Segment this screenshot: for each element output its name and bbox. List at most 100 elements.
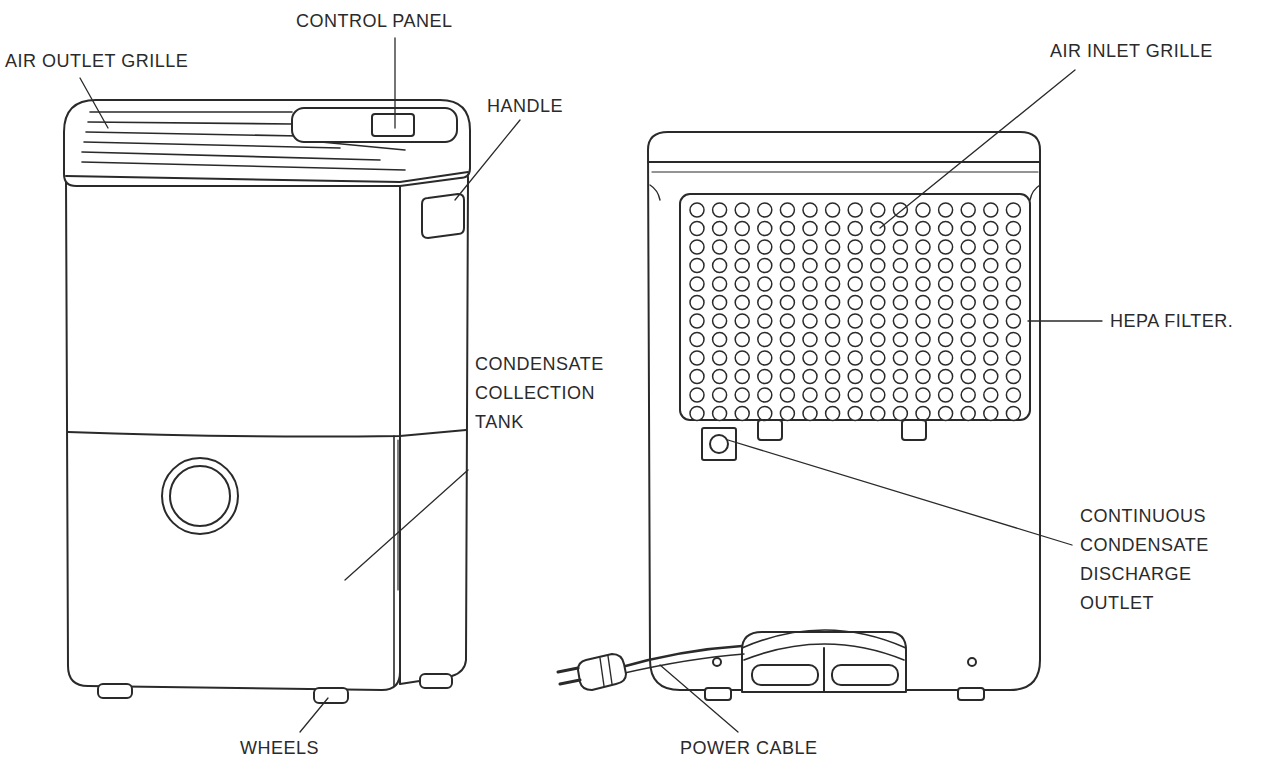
inlet-grille-holes [916,351,930,365]
back-unit [648,132,1040,690]
inlet-grille-holes [939,407,953,421]
inlet-grille-holes [961,314,975,328]
inlet-grille-holes [758,407,772,421]
inlet-grille-holes [826,296,840,310]
inlet-grille-holes [780,222,794,236]
power-cord [620,654,744,674]
inlet-grille-holes [690,407,704,421]
inlet-grille-holes [735,259,749,273]
inlet-grille-holes [848,314,862,328]
part-label: HANDLE [487,95,563,117]
inlet-grille-holes [780,333,794,347]
inlet-grille-holes [916,240,930,254]
back-unit [648,161,1040,163]
inlet-grille-holes [848,277,862,291]
inlet-grille-holes [916,370,930,384]
inlet-grille-holes [871,351,885,365]
inlet-grille-holes [848,351,862,365]
inlet-grille-holes [735,351,749,365]
inlet-grille-holes [780,203,794,217]
inlet-grille-holes [735,407,749,421]
inlet-grille-holes [713,296,727,310]
back-unit [752,665,818,685]
inlet-grille-holes [871,296,885,310]
inlet-grille-holes [758,351,772,365]
leader-line [1028,320,1102,321]
inlet-grille-holes [961,388,975,402]
inlet-grille-holes [758,203,772,217]
inlet-grille-holes [848,222,862,236]
inlet-grille-holes [961,222,975,236]
inlet-grille-holes [939,333,953,347]
inlet-grille-holes [893,370,907,384]
inlet-grille-holes [939,259,953,273]
inlet-grille-holes [780,388,794,402]
wheel [98,684,132,698]
inlet-grille-holes [780,351,794,365]
inlet-grille-holes [871,277,885,291]
inlet-grille-holes [848,203,862,217]
inlet-grille-holes [1006,388,1020,402]
discharge-outlet [702,428,736,460]
inlet-grille-holes [713,240,727,254]
control-panel [292,108,457,142]
inlet-grille-holes [871,407,885,421]
inlet-grille-holes [871,240,885,254]
inlet-grille-holes [984,277,998,291]
inlet-grille-holes [803,296,817,310]
filter-tab [758,420,782,440]
back-unit [560,680,580,684]
inlet-grille-holes [939,370,953,384]
inlet-grille-holes [984,351,998,365]
foot [705,688,731,700]
inlet-grille-holes [961,259,975,273]
inlet-grille-holes [826,259,840,273]
inlet-grille-holes [758,277,772,291]
inlet-grille-holes [803,222,817,236]
inlet-grille-holes [893,351,907,365]
inlet-grille-holes [803,407,817,421]
inlet-grille-holes [735,314,749,328]
inlet-grille-holes [984,203,998,217]
front-unit [66,172,468,182]
inlet-grille-holes [690,370,704,384]
inlet-grille-holes [1006,407,1020,421]
inlet-grille-holes [984,314,998,328]
inlet-grille-holes [690,203,1020,421]
inlet-grille-holes [848,296,862,310]
inlet-grille-holes [690,333,704,347]
inlet-grille-holes [871,333,885,347]
back-unit [832,665,898,685]
inlet-grille-holes [984,222,998,236]
inlet-grille-holes [690,222,704,236]
leader-line [880,70,1075,228]
inlet-grille-holes [916,388,930,402]
inlet-grille-holes [803,351,817,365]
inlet-grille-holes [758,259,772,273]
inlet-grille-holes [1006,351,1020,365]
inlet-grille-holes [780,259,794,273]
inlet-grille-holes [893,296,907,310]
inlet-grille-holes [735,333,749,347]
back-unit [710,435,728,453]
front-unit [397,440,398,590]
inlet-grille-holes [893,277,907,291]
inlet-grille-holes [713,259,727,273]
inlet-grille-holes [826,370,840,384]
inlet-grille-holes [758,314,772,328]
part-label: POWER CABLE [680,737,818,759]
inlet-grille-holes [780,296,794,310]
inlet-grille-holes [690,296,704,310]
inlet-grille-holes [961,407,975,421]
part-label: AIR INLET GRILLE [1050,40,1213,62]
part-label: CONTROL PANEL [296,10,453,32]
inlet-grille-holes [735,296,749,310]
inlet-grille-holes [803,388,817,402]
inlet-grille-holes [690,277,704,291]
front-unit [393,436,395,686]
inlet-grille-holes [1006,259,1020,273]
inlet-grille-holes [826,277,840,291]
part-label: WHEELS [240,737,319,759]
back-unit [1030,185,1040,200]
